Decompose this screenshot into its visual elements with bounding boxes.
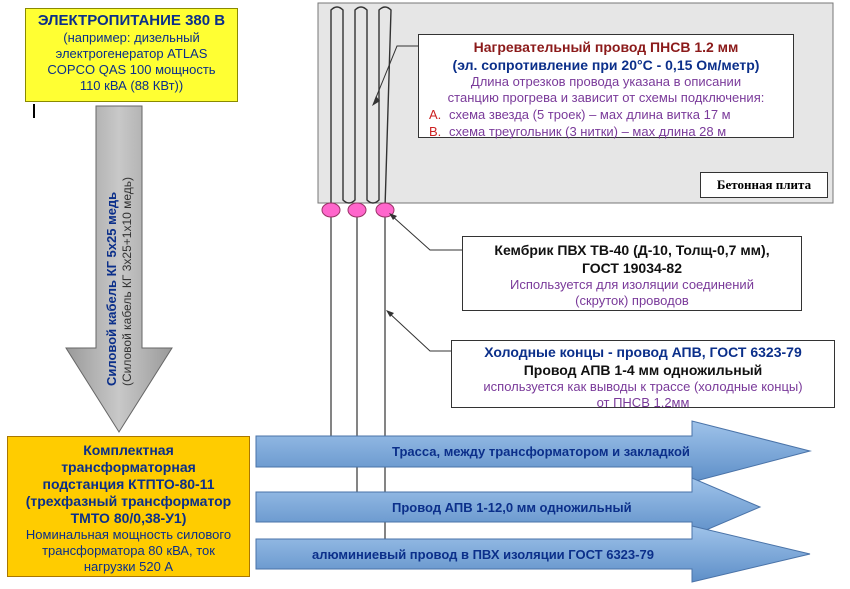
substation-desc: Номинальная мощность силового: [25, 527, 232, 542]
cold-ends-note: Холодные концы - провод АПВ, ГОСТ 6323-7…: [451, 340, 835, 410]
cold-leader: [387, 311, 451, 352]
substation-box: Комплектная трансформаторная подстанция …: [7, 436, 250, 577]
substation-desc: нагрузки 520 А: [83, 559, 174, 574]
substation-title: ТМТО 80/0,38-У1): [70, 510, 187, 526]
power-line: 110 кВА (88 КВт)): [79, 78, 184, 93]
arrow-aluminum: [255, 525, 811, 583]
power-line: COPCO QAS 100 мощность: [47, 62, 216, 77]
heater-item-a: A. схема звезда (5 троек) – мах длина вит…: [425, 106, 787, 123]
kembrik-leader: [390, 214, 462, 251]
substation-title: подстанция КТПТО-80-11: [42, 476, 215, 492]
heater-title: Нагревательный провод ПНСВ 1.2 мм: [473, 39, 739, 55]
joint-node-1: [321, 202, 341, 218]
arrow-apv-label: Провод АПВ 1-12,0 мм одножильный: [392, 500, 632, 515]
kembrik-desc: (скруток) проводов: [575, 293, 689, 308]
joint-node-2: [347, 202, 367, 218]
arrow-apv: [255, 477, 762, 537]
concrete-slab-label: Бетонная плита: [700, 172, 828, 198]
cable-sub-label: (Силовой кабель КГ 3х25+1х10 медь): [120, 176, 134, 386]
arrow-route: [255, 420, 812, 483]
power-cable-arrow: [65, 105, 173, 433]
cable-main-label: Силовой кабель КГ 5х25 медь: [104, 191, 119, 386]
arrow-aluminum-label: алюминиевый провод в ПВХ изоляции ГОСТ 6…: [312, 547, 654, 562]
heater-desc: Длина отрезков провода указана в описани…: [470, 74, 742, 89]
substation-desc: трансформатора 80 кВА, ток: [42, 543, 215, 558]
heater-resistance: (эл. сопротивление при 20°С - 0,15 Ом/ме…: [452, 57, 760, 73]
heater-desc: станцию прогрева и зависит от схемы подк…: [447, 90, 765, 105]
text-cursor: [33, 104, 35, 118]
arrow-route-label: Трасса, между трансформатором и закладко…: [392, 444, 690, 459]
kembrik-note: Кембрик ПВХ ТВ-40 (Д-10, Толщ-0,7 мм), Г…: [462, 236, 802, 311]
kembrik-title-1: Кембрик ПВХ ТВ-40 (Д-10, Толщ-0,7 мм),: [494, 242, 770, 258]
item-marker: B.: [429, 124, 442, 139]
cold-desc: используется как выводы к трассе (холодн…: [483, 379, 803, 394]
kembrik-desc: Используется для изоляции соединений: [510, 277, 754, 292]
heater-wire-note: Нагревательный провод ПНСВ 1.2 мм (эл. с…: [418, 34, 794, 140]
cold-title: Холодные концы - провод АПВ, ГОСТ 6323-7…: [484, 344, 802, 360]
kembrik-title-2: ГОСТ 19034-82: [581, 260, 682, 276]
item-text: схема треугольник (3 нитки) – мах длина …: [449, 124, 727, 139]
substation-title: трансформаторная: [61, 459, 196, 475]
item-marker: A.: [429, 107, 442, 122]
heating-wire: [330, 6, 392, 209]
power-line: электрогенератор ATLAS: [55, 46, 208, 61]
power-line: (например: дизельный: [63, 30, 200, 45]
power-supply-box: ЭЛЕКТРОПИТАНИЕ 380 В (например: дизельны…: [25, 8, 238, 102]
cold-desc: от ПНСВ 1.2мм: [596, 395, 690, 410]
cold-sub: Провод АПВ 1-4 мм одножильный: [523, 362, 763, 378]
substation-title: Комплектная: [83, 442, 174, 458]
substation-title: (трехфазный трансформатор: [25, 493, 232, 509]
power-title: ЭЛЕКТРОПИТАНИЕ 380 В: [37, 12, 226, 29]
heater-item-b: B. схема треугольник (3 нитки) – мах длин…: [425, 123, 787, 140]
heater-leader: [374, 45, 418, 101]
item-text: схема звезда (5 троек) – мах длина витка…: [449, 107, 731, 122]
